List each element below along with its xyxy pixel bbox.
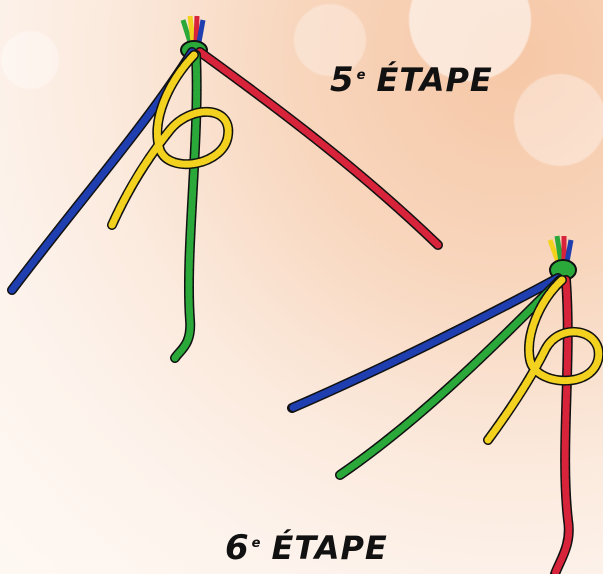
- step-6-number: 6: [225, 528, 250, 568]
- step-6-illustration: [292, 236, 599, 574]
- tassel-top-5: [183, 16, 203, 42]
- tassel-top-6: [550, 236, 571, 262]
- step-6-superscript: e: [252, 536, 262, 551]
- step-6-word: ÉTAPE: [272, 529, 388, 567]
- step-5-word: ÉTAPE: [377, 61, 493, 99]
- step-5-superscript: e: [357, 68, 367, 83]
- step-5-number: 5: [330, 60, 355, 100]
